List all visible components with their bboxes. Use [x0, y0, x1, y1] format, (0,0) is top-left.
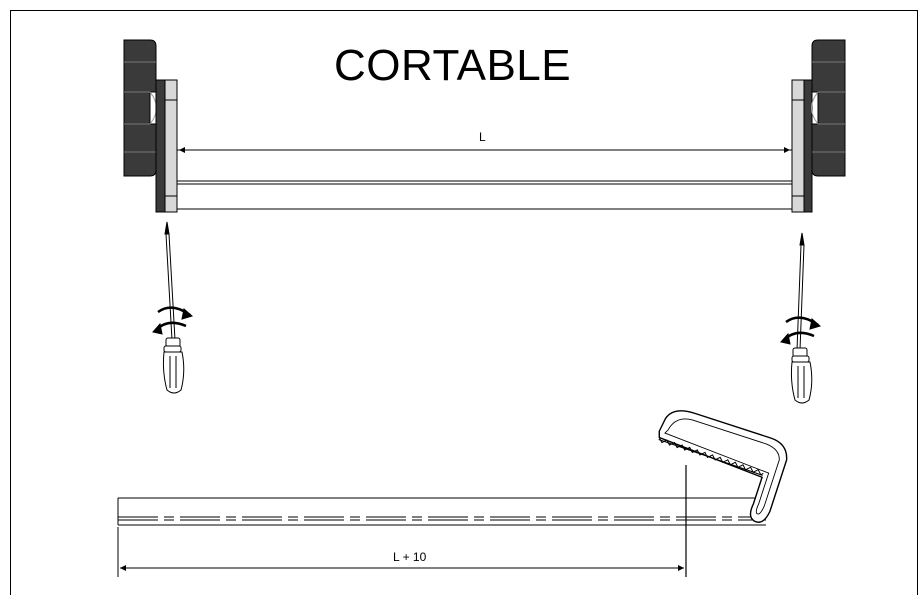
bar-tube: [177, 149, 792, 210]
rotate-arrows-icon: [152, 306, 194, 335]
screwdriver-icon: [162, 221, 185, 394]
page-frame: [10, 10, 918, 595]
dimension-label-l-plus-10: L + 10: [393, 550, 427, 564]
dimension-label-l: L: [479, 130, 486, 144]
diagram-title: CORTABLE: [334, 41, 572, 90]
hacksaw-icon: [658, 410, 788, 523]
bar-to-cut: [117, 465, 766, 577]
rotate-arrows-icon: [780, 316, 822, 345]
end-cap-icon: [791, 39, 846, 213]
end-cap-icon: [123, 39, 178, 213]
push-bar-assembly: [123, 39, 846, 213]
